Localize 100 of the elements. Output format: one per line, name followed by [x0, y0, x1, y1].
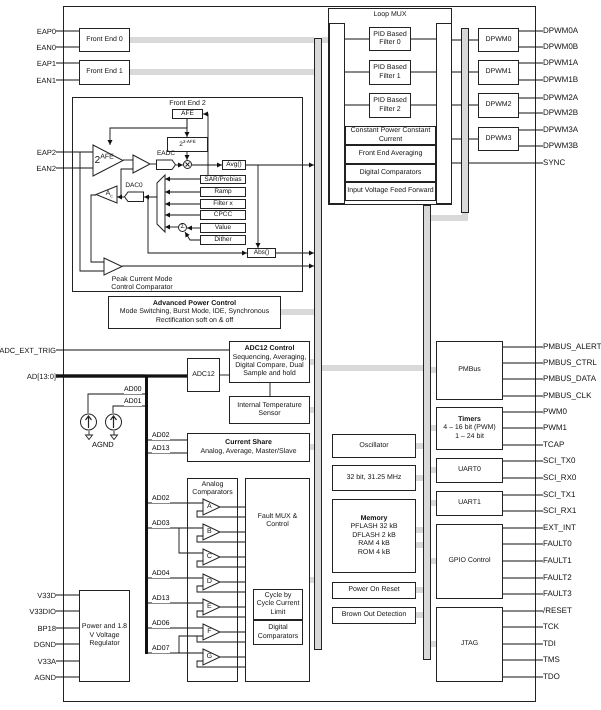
connector [148, 502, 204, 504]
connector [122, 264, 314, 268]
connector [502, 626, 544, 628]
pin-label: DPWM0B [543, 41, 600, 53]
module-frame [245, 478, 310, 682]
bus-connector [431, 558, 436, 564]
connector [148, 452, 188, 454]
bus-bar [314, 38, 322, 650]
bus-connector [322, 37, 329, 43]
bus-connector [416, 587, 423, 593]
pin-label: DPWM2A [543, 92, 600, 104]
mux-symbol [157, 175, 165, 232]
pin-label: FAULT2 [543, 572, 600, 584]
connector [164, 176, 200, 182]
pin-label: DPWM3B [543, 140, 600, 152]
connector [164, 190, 200, 194]
connector [502, 378, 544, 380]
bus-connector [431, 213, 468, 221]
connector [518, 46, 544, 48]
connector [148, 602, 204, 604]
connector [56, 676, 80, 678]
connector [164, 202, 200, 206]
connector [184, 232, 200, 240]
pin-label: SYNC [543, 157, 600, 169]
bus-bar [423, 205, 431, 660]
pin-label: FAULT0 [543, 538, 600, 550]
connector [246, 162, 314, 168]
pin-label: PMBUS_DATA [543, 373, 600, 385]
connector [344, 38, 370, 40]
bus-connector [281, 309, 314, 315]
connector [518, 62, 544, 64]
pin-label: FAULT3 [543, 588, 600, 600]
bus-connector [431, 500, 436, 506]
connector [502, 610, 544, 612]
bus-connector [416, 612, 423, 618]
bus-connector [310, 577, 314, 583]
connector [148, 196, 248, 256]
pin-label: DPWM1B [543, 74, 600, 86]
connector [452, 138, 478, 140]
bus-connector [431, 367, 436, 373]
connector [116, 194, 124, 200]
connector [196, 636, 246, 642]
pin-label: SCI_TX0 [543, 455, 600, 467]
bus-connector [416, 443, 423, 449]
bus-line [145, 376, 148, 654]
connector [410, 104, 436, 106]
connector [220, 556, 246, 558]
bus-connector [416, 475, 423, 481]
connector [184, 118, 190, 138]
connector [502, 494, 544, 496]
connector [112, 406, 146, 414]
connector [452, 104, 478, 106]
bus-connector [431, 425, 436, 431]
current-source-symbol [105, 413, 122, 431]
multiplier-symbol [183, 160, 192, 169]
connector [518, 30, 544, 32]
pin-label: /RESET [543, 605, 600, 617]
pin-label: PMBUS_CTRL [543, 357, 600, 369]
bus-connector [310, 407, 314, 413]
connector [196, 536, 246, 542]
pin-label: PMBUS_ALERT [543, 341, 600, 353]
module-frame [187, 478, 238, 682]
connector [176, 162, 184, 168]
mux-bar [436, 23, 452, 204]
connector [502, 510, 544, 512]
connector [56, 610, 80, 612]
connector [56, 46, 80, 48]
connector [518, 112, 544, 114]
pin-label: PMBUS_CLK [543, 390, 600, 402]
amplifier-symbol: 2$^{AFE}$ [93, 145, 123, 176]
connector [88, 394, 146, 414]
amplifier-symbol [133, 155, 150, 173]
connector [502, 444, 544, 446]
bus-connector [130, 37, 314, 43]
module-frame [72, 97, 303, 292]
pin-label: PWM1 [543, 422, 600, 434]
connector [220, 606, 246, 608]
pin-label: DPWM0A [543, 25, 600, 37]
pin-label: DPWM1A [543, 57, 600, 69]
pin-label: TDO [543, 671, 600, 683]
pin-label: SCI_RX0 [543, 472, 600, 484]
bus-connector [416, 527, 423, 533]
bus-connector [322, 365, 423, 371]
bus-connector [431, 641, 436, 647]
connector [276, 250, 314, 256]
pin-label: DPWM2B [543, 107, 600, 119]
module-frame [328, 8, 452, 205]
bus-connector [130, 69, 314, 75]
pin-label: PWM0 [543, 406, 600, 418]
connector [502, 676, 544, 678]
pin-label: EXT_INT [543, 522, 600, 534]
connector [192, 164, 208, 176]
pin-label: SCI_TX1 [543, 489, 600, 501]
bus-connector [310, 444, 314, 450]
connector [164, 224, 178, 230]
connector [90, 194, 104, 262]
connector [220, 656, 246, 658]
connector [56, 594, 80, 596]
connector [196, 586, 246, 592]
connector [196, 660, 246, 668]
